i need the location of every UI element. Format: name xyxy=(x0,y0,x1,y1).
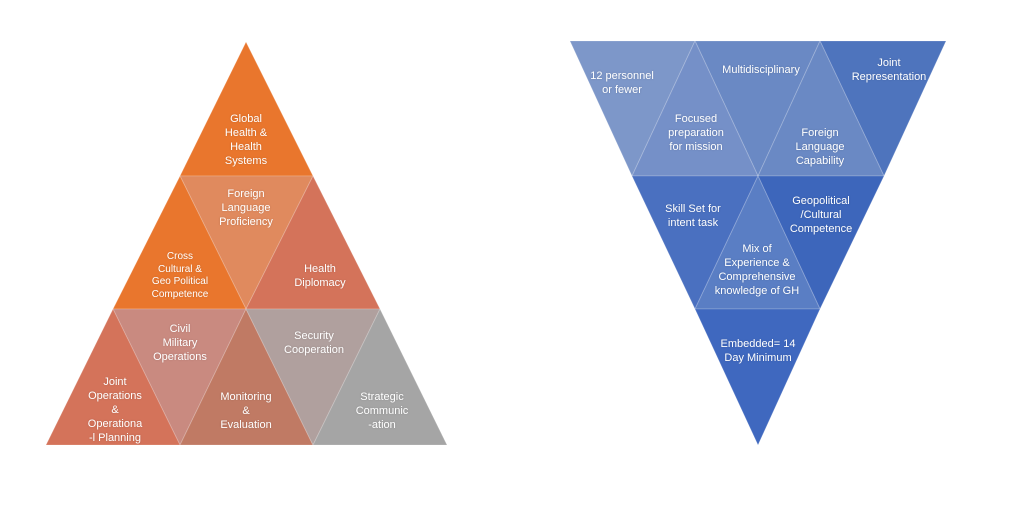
inverted-segment-9 xyxy=(694,308,821,447)
inverted-label-4: Focused preparation for mission xyxy=(668,113,724,153)
inverted-label-2: Multidisciplinary xyxy=(722,64,800,76)
pyramid-label-2: Foreign Language Proficiency xyxy=(219,188,273,228)
pyramid-segment-6 xyxy=(45,307,181,446)
pyramid-label-3: Cross Cultural & Geo Political Competenc… xyxy=(151,251,209,300)
inverted-label-5: Foreign Language Capability xyxy=(795,127,845,167)
pyramid-label-5: Civil Military Operations xyxy=(153,323,207,363)
pyramid-label-6: Joint Operations & Operationa -l Plannin… xyxy=(87,376,143,444)
pyramid-label-4: Health Diplomacy xyxy=(294,263,346,289)
pyramid-label-7: Monitoring & Evaluation xyxy=(220,391,272,431)
inverted-label-1: 12 personnel or fewer xyxy=(590,70,654,96)
inverted-label-8: Mix of Experience & Comprehensive knowle… xyxy=(714,243,800,297)
inverted-label-6: Skill Set for intent task xyxy=(665,203,721,229)
pyramid-label-8: Security Cooperation xyxy=(284,330,344,356)
pyramid-segment-9 xyxy=(312,307,448,446)
inverted-label-7: Geopolitical /Cultural Competence xyxy=(789,195,853,235)
pyramid-label-1: Global Health & Health Systems xyxy=(224,113,268,167)
inverted-label-9: Embedded= 14 Day Minimum xyxy=(720,338,796,364)
inverted-label-3: Joint Representation xyxy=(851,57,927,83)
pyramid-label-9: Strategic Communic -ation xyxy=(355,391,409,431)
